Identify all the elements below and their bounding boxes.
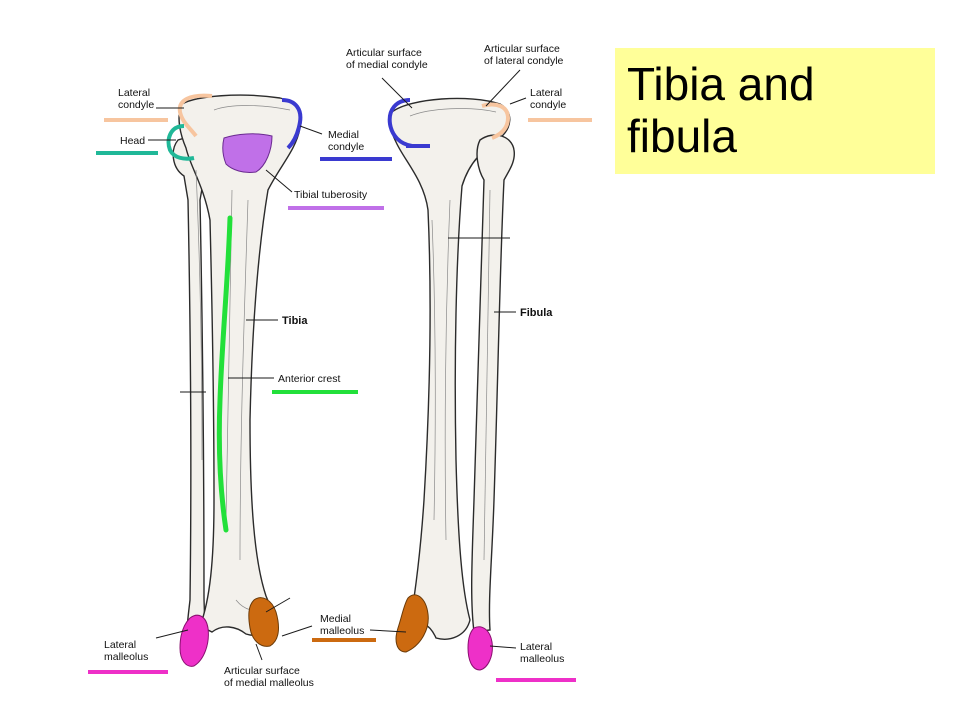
label-tibial-tuberosity: Tibial tuberosity <box>294 189 368 201</box>
anterior-fibula-bone <box>172 135 209 641</box>
posterior-fibula-bone <box>470 134 516 633</box>
medial-condyle-bracket-left <box>281 98 303 150</box>
lateral-malleolus-highlight-right <box>467 626 493 671</box>
label-tibia: Tibia <box>282 315 308 327</box>
medial-malleolus-highlight-right <box>395 594 429 653</box>
anterior-crest-line <box>216 215 233 533</box>
label-anterior-crest: Anterior crest <box>278 373 341 385</box>
lateral-condyle-bracket-right <box>481 102 511 140</box>
page-title: Tibia and fibula <box>627 58 815 162</box>
label-fibula: Fibula <box>520 307 553 319</box>
lateral-malleolus-highlight-left <box>179 614 209 667</box>
title-box: Tibia and fibula <box>615 48 935 174</box>
label-head: Head <box>120 135 145 147</box>
medial-malleolus-highlight-left <box>248 597 279 647</box>
lateral-condyle-bracket-left <box>177 93 213 138</box>
medial-condyle-bracket-right <box>387 98 413 148</box>
tibial-tuberosity-highlight <box>222 133 273 173</box>
head-bracket <box>166 124 195 161</box>
